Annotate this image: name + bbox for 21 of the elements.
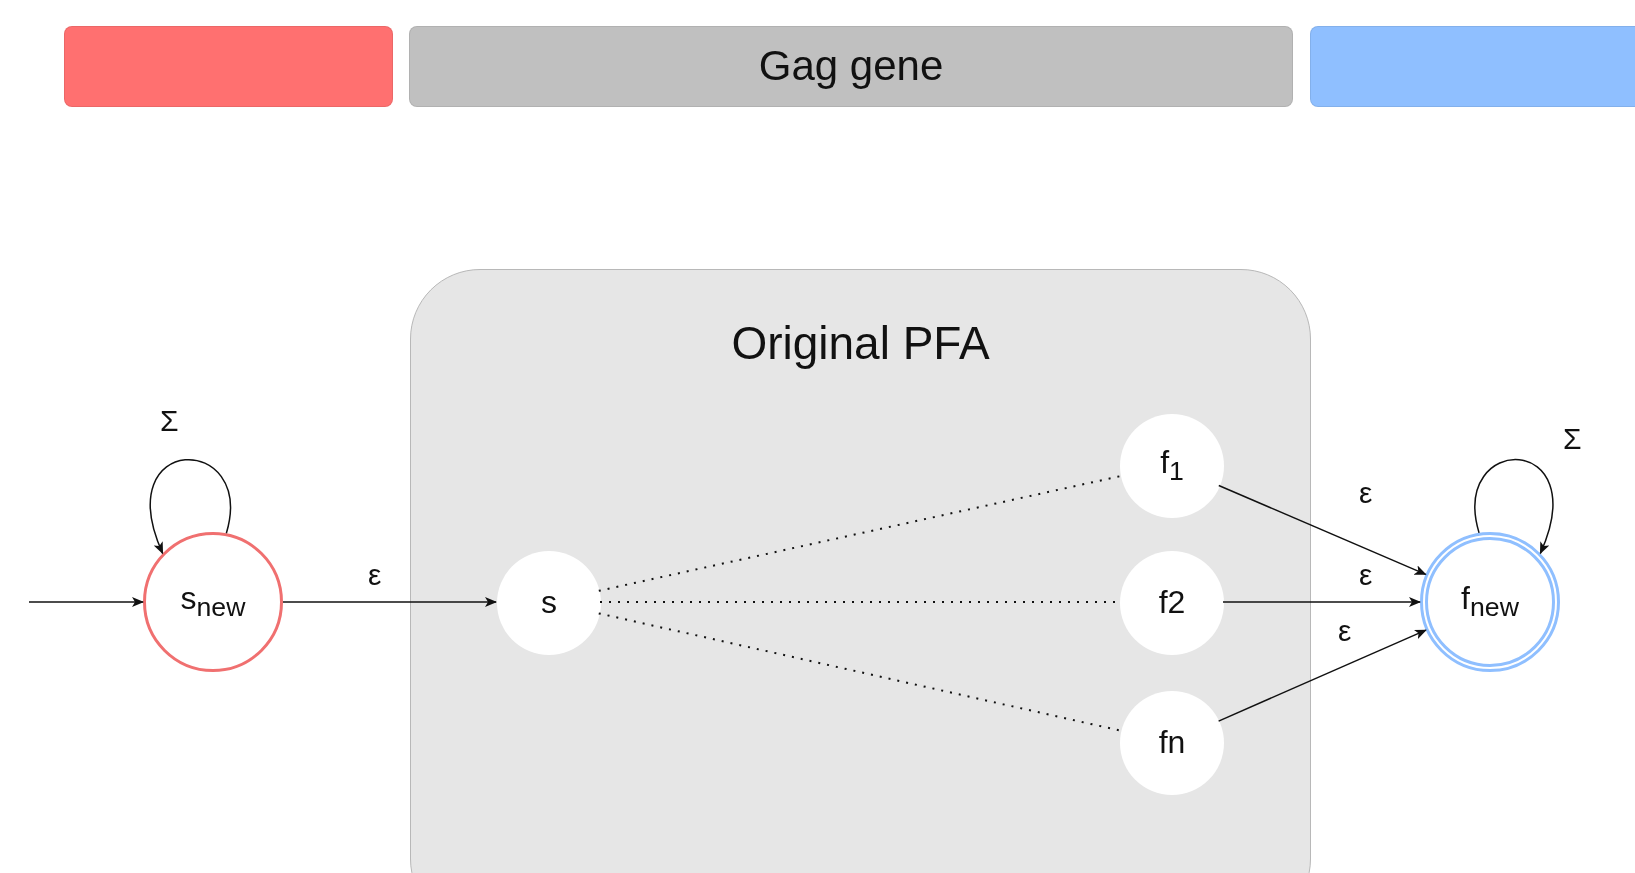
arrow (1222, 597, 1421, 607)
state-label: fn (1158, 725, 1186, 761)
automaton-group-region (410, 269, 1311, 873)
self-loop-arrow (149, 459, 232, 555)
dotted-line (597, 612, 1122, 732)
arrow (1217, 629, 1427, 722)
gene-segment-bar (1310, 26, 1635, 107)
gene-segment-bar (64, 26, 393, 107)
state-label: f2 (1158, 585, 1186, 621)
group-title: Original PFA (731, 318, 990, 369)
self-loop-arrow (1474, 459, 1554, 555)
state-label: s (541, 585, 557, 621)
state-label: s$_{new}$ (180, 581, 246, 623)
dotted-line (597, 475, 1122, 592)
arrow (282, 597, 497, 607)
gene-label: Gag gene (758, 43, 944, 90)
arrow (1218, 484, 1427, 576)
state-label: f$_{new}$ (1461, 581, 1519, 623)
gene-segment-bar (409, 26, 1293, 107)
state-label: f$_{1}$ (1160, 445, 1184, 487)
arrow (28, 597, 144, 607)
